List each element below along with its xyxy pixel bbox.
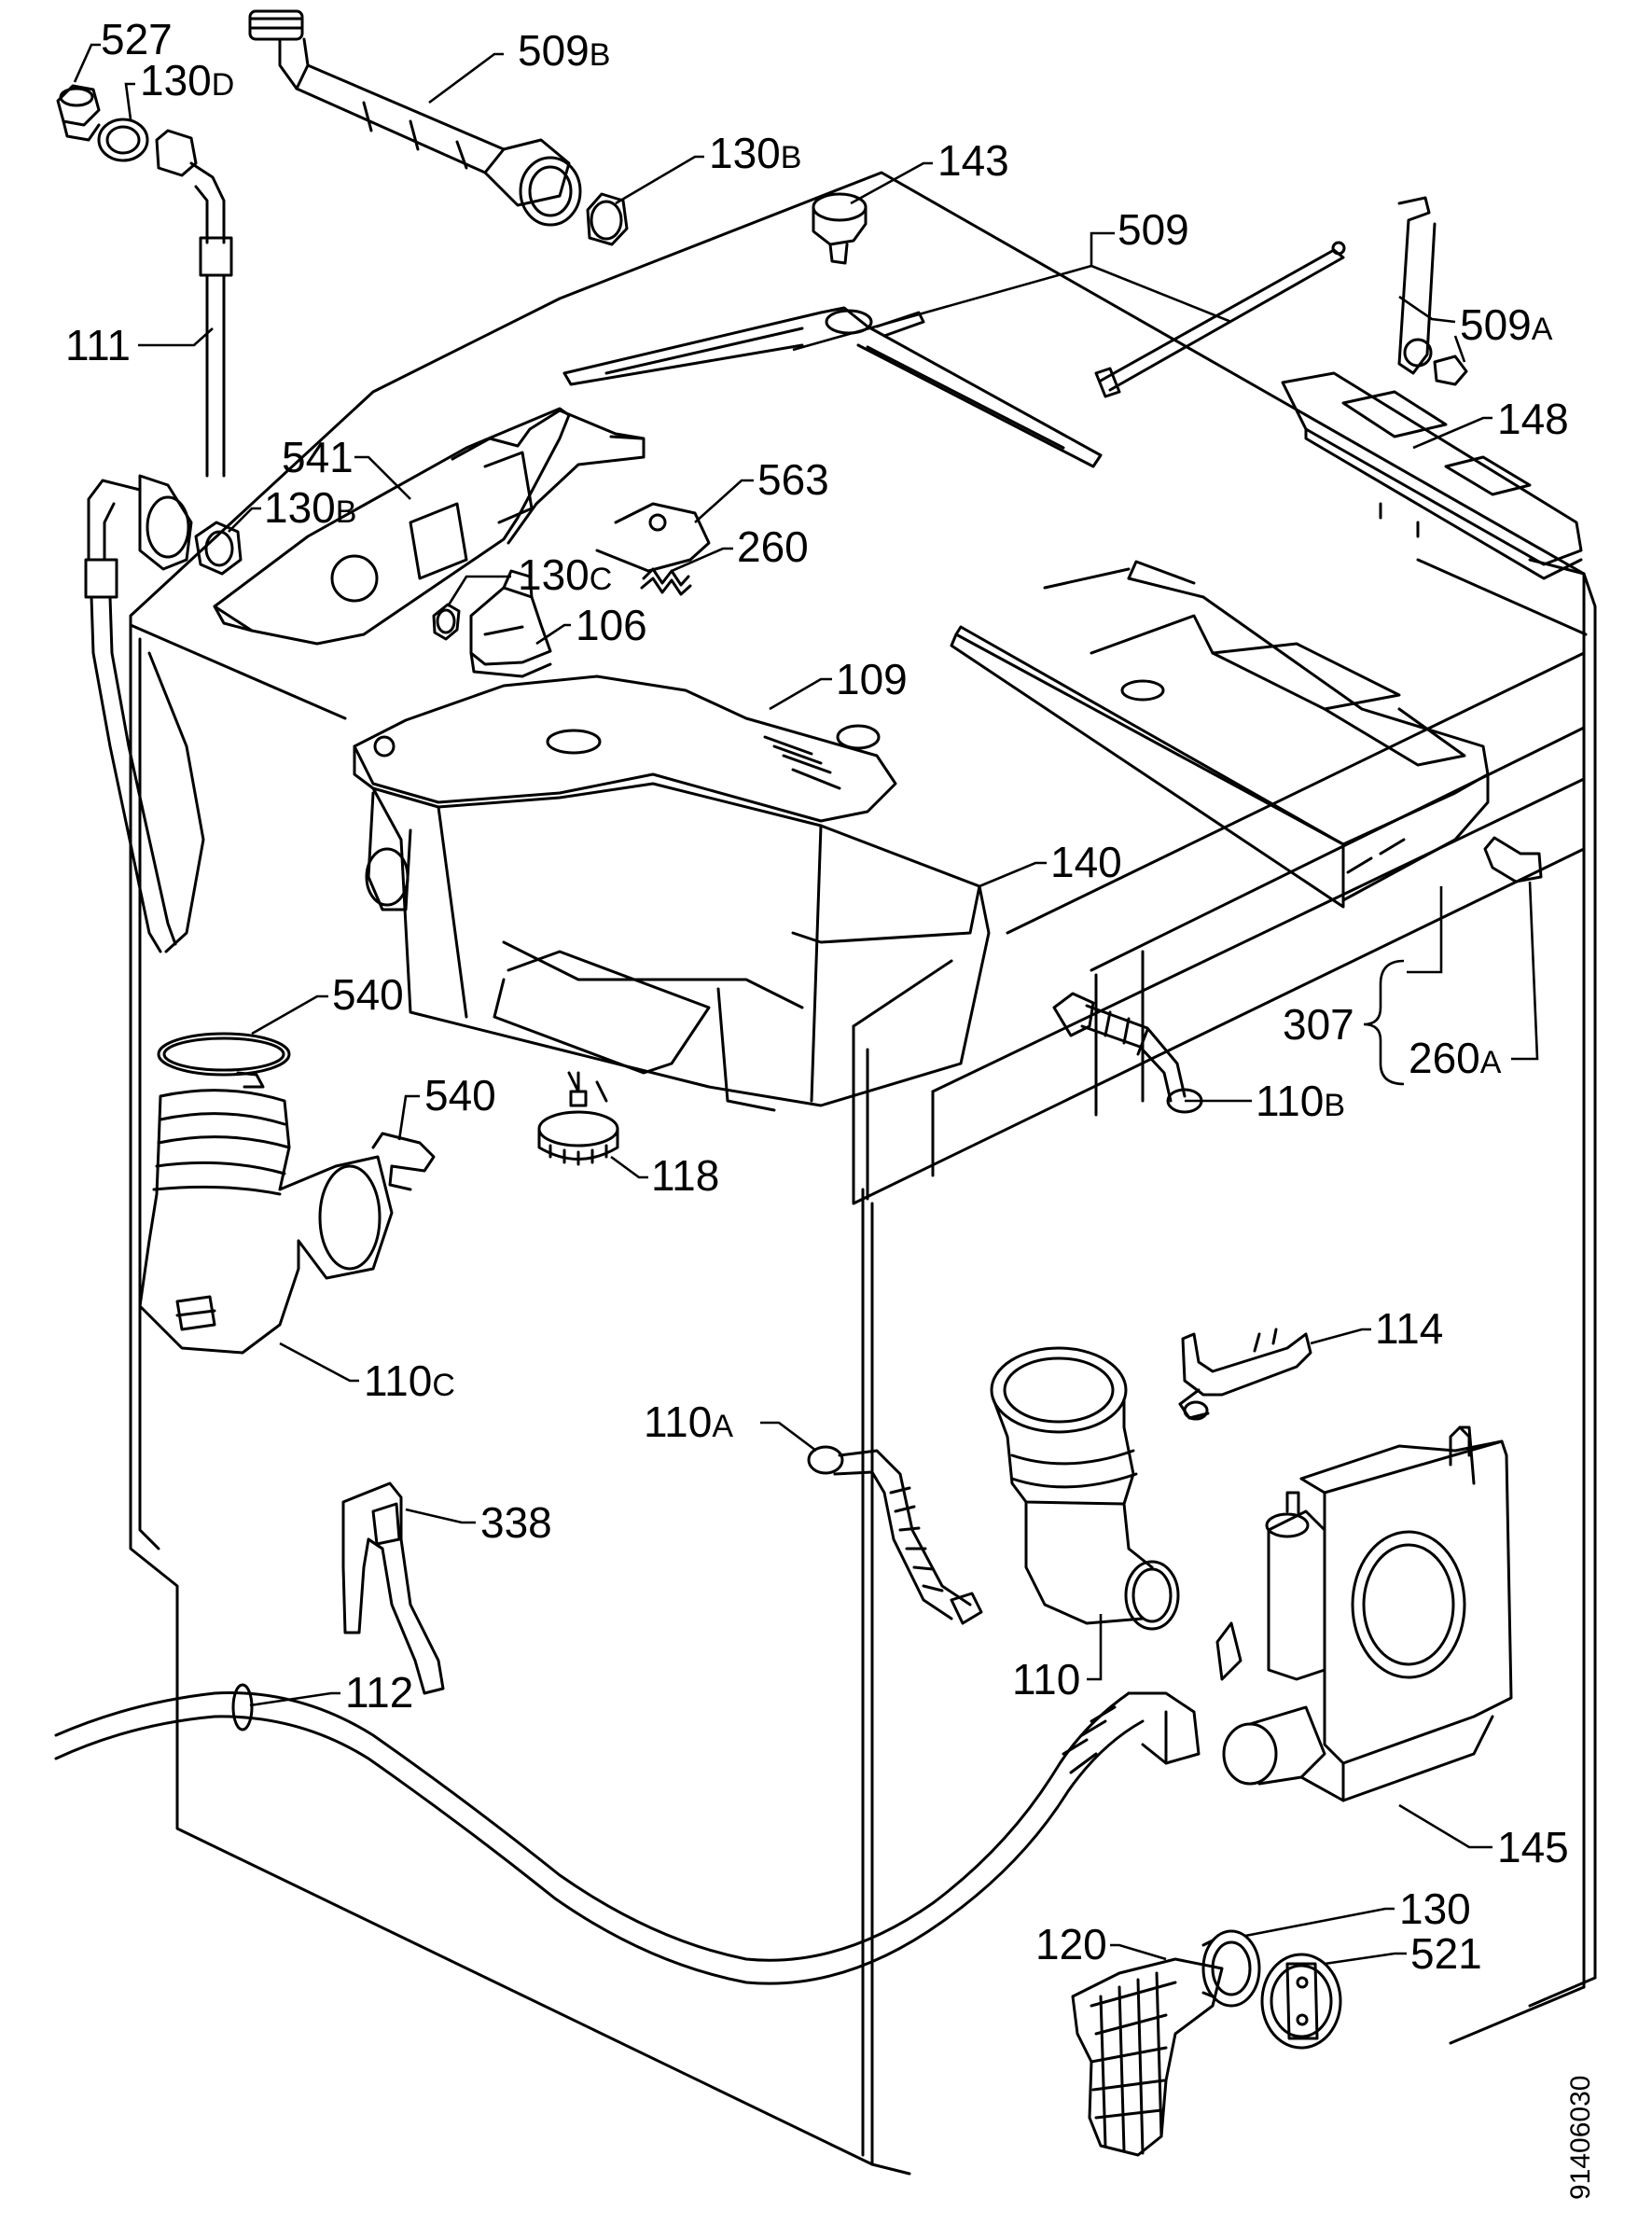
label-114: 114 — [1375, 1304, 1443, 1353]
label-120: 120 — [1035, 1920, 1107, 1968]
part-109-dispenser-cover — [353, 674, 897, 823]
part-145-drain-pump — [1215, 1425, 1513, 1802]
part-140-dispenser-housing — [365, 782, 991, 1112]
part-114-sensor — [1178, 1328, 1312, 1421]
label-145: 145 — [1497, 1823, 1569, 1871]
part-130C-filter — [432, 603, 461, 641]
part-541-valve-bracket — [213, 407, 646, 646]
label-140: 140 — [1050, 838, 1122, 886]
label-143: 143 — [937, 136, 1009, 185]
label-110B: 110B — [1256, 1077, 1345, 1125]
part-143-knob — [812, 192, 868, 265]
part-130B-washer-mid — [194, 521, 243, 576]
part-148-handle — [1281, 371, 1583, 580]
label-130: 130 — [1399, 1884, 1471, 1933]
label-110C: 110C — [364, 1356, 455, 1405]
part-563-cam — [595, 502, 711, 573]
part-509A-lever — [1397, 196, 1468, 386]
part-527-nut — [56, 84, 101, 142]
part-130-seal — [1201, 1929, 1261, 2008]
label-110A: 110A — [644, 1398, 733, 1446]
label-509B: 509B — [518, 26, 610, 75]
label-130D: 130D — [140, 56, 234, 104]
part-130D-washer — [97, 118, 149, 162]
label-110: 110 — [1012, 1655, 1080, 1704]
label-118: 118 — [651, 1151, 719, 1200]
label-130C: 130C — [518, 550, 612, 599]
label-541: 541 — [282, 433, 354, 481]
part-120-filter — [1071, 1957, 1224, 2157]
part-110B-hose — [1052, 992, 1203, 1114]
label-527: 527 — [101, 15, 173, 63]
leader-lines — [73, 43, 1539, 1966]
label-338: 338 — [480, 1498, 552, 1547]
part-307-drawer — [950, 560, 1490, 909]
part-338-clip — [341, 1481, 445, 1695]
part-260A-clip — [1483, 836, 1543, 883]
label-148: 148 — [1497, 395, 1569, 443]
part-106-solenoid — [469, 569, 552, 678]
label-109: 109 — [836, 655, 908, 703]
part-labels: 527 130D 509B 130B 143 509 509A 111 148 … — [65, 15, 1569, 1978]
label-563: 563 — [757, 455, 829, 504]
cabinet-outline — [129, 171, 1597, 2176]
part-110A-hose — [807, 1445, 983, 1625]
part-111-inlet-hose — [84, 129, 233, 953]
label-509A: 509A — [1460, 300, 1553, 349]
part-509-lever — [562, 241, 1346, 468]
part-130B-washer-top — [586, 192, 629, 246]
label-130B-top: 130B — [709, 129, 801, 177]
part-260-spring — [640, 567, 692, 596]
label-260: 260 — [737, 522, 809, 571]
part-110C-sump-hose — [138, 1089, 394, 1355]
part-540-clamp-large — [157, 1032, 291, 1089]
label-509: 509 — [1118, 205, 1189, 254]
part-118-wheel — [537, 1071, 619, 1166]
label-540-a: 540 — [332, 970, 404, 1019]
label-111: 111 — [65, 321, 131, 369]
part-521-cap — [1260, 1953, 1342, 2050]
label-307: 307 — [1283, 1000, 1354, 1049]
part-509B-inlet-pipe — [248, 9, 582, 227]
drawing-number: 91406030 — [1556, 2062, 1603, 2202]
label-521: 521 — [1410, 1929, 1482, 1978]
label-260A: 260A — [1409, 1034, 1502, 1082]
drawing-number-text: 91406030 — [1565, 2075, 1596, 2200]
label-106: 106 — [576, 601, 647, 649]
label-540-b: 540 — [424, 1071, 496, 1120]
label-130B-mid: 130B — [264, 483, 356, 532]
part-112-drain-hose — [54, 1683, 1201, 1985]
label-112: 112 — [345, 1668, 413, 1717]
part-110-bellows-hose — [990, 1346, 1180, 1631]
part-540-clamp-small — [371, 1132, 436, 1191]
